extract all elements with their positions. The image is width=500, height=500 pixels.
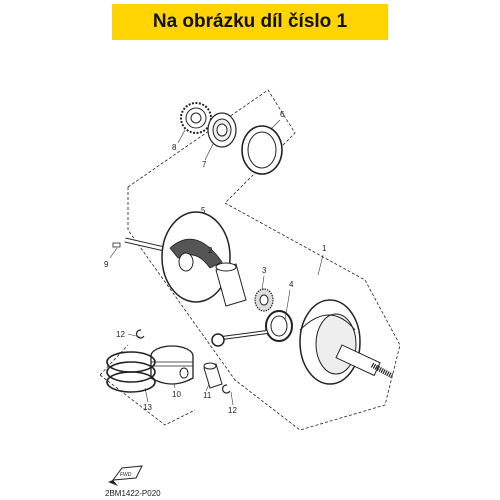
callout-3: 3 [262,266,267,275]
callout-4: 4 [289,280,294,289]
banner-text: Na obrázku díl číslo 1 [152,11,348,32]
circlips [135,329,231,394]
title-banner: Na obrázku díl číslo 1 [112,4,388,40]
callout-6: 6 [280,110,285,119]
callout-12-left: 12 [116,330,125,339]
piston-rings [106,351,156,393]
callout-12-right: 12 [228,406,237,415]
callout-10: 10 [172,390,181,399]
diagram-code: 2BM1422-P020 [105,489,161,498]
callout-8: 8 [172,143,177,152]
callout-1: 1 [322,244,327,253]
callout-7: 7 [202,160,207,169]
drive-gear [180,102,212,134]
needle-bearing [254,288,274,312]
fwd-label: FWD [120,472,132,478]
callout-labels: 1 2 3 4 5 6 7 8 9 10 11 12 12 13 [104,110,327,415]
callout-2: 2 [208,246,213,255]
connecting-rod [211,310,293,347]
callout-13: 13 [143,403,152,412]
piston [150,345,194,385]
callout-9: 9 [104,260,109,269]
piston-pin [203,362,223,389]
callout-11: 11 [203,391,212,400]
crankshaft-right [299,299,394,385]
oil-seal [241,125,283,175]
crankshaft-left [124,211,231,303]
crank-pin [215,262,247,307]
callout-5: 5 [201,206,206,215]
woodruff-key [112,242,121,248]
bearing [207,112,237,148]
fwd-arrow-icon: FWD [108,465,143,486]
